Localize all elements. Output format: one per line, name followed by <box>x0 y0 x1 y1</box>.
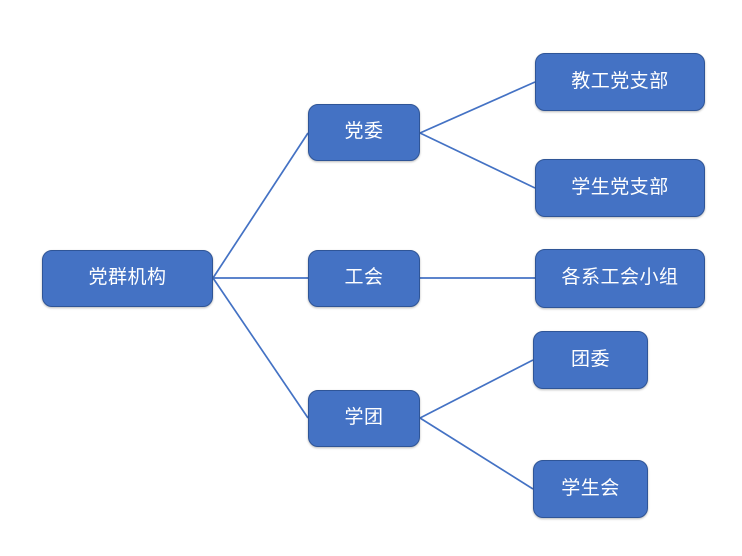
node-label-stu-party: 学生党支部 <box>571 175 669 198</box>
node-label-youth: 学团 <box>344 406 384 428</box>
node-label-union: 工会 <box>344 266 384 288</box>
node-label-stu-assoc: 学生会 <box>561 476 620 499</box>
node-party[interactable]: 党委 <box>308 104 420 161</box>
connector-youth-to-stu-assoc <box>419 417 534 490</box>
node-label-party: 党委 <box>344 120 384 142</box>
node-label-dept-union: 各系工会小组 <box>561 266 679 288</box>
connector-party-to-stu-party <box>419 132 536 189</box>
node-label-staff-party: 教工党支部 <box>571 69 669 92</box>
node-root[interactable]: 党群机构 <box>42 250 213 307</box>
connector-root-to-youth <box>212 277 309 419</box>
node-label-league: 团委 <box>570 347 610 370</box>
node-youth[interactable]: 学团 <box>308 390 420 447</box>
node-stu-assoc[interactable]: 学生会 <box>533 460 648 518</box>
connector-root-to-party <box>212 132 309 279</box>
connector-party-to-staff-party <box>419 81 536 134</box>
node-staff-party[interactable]: 教工党支部 <box>535 53 705 111</box>
node-union[interactable]: 工会 <box>308 250 420 307</box>
connector-youth-to-league <box>419 359 534 419</box>
node-stu-party[interactable]: 学生党支部 <box>535 159 705 217</box>
node-label-root: 党群机构 <box>88 266 167 288</box>
node-dept-union[interactable]: 各系工会小组 <box>535 249 705 308</box>
node-league[interactable]: 团委 <box>533 331 648 389</box>
